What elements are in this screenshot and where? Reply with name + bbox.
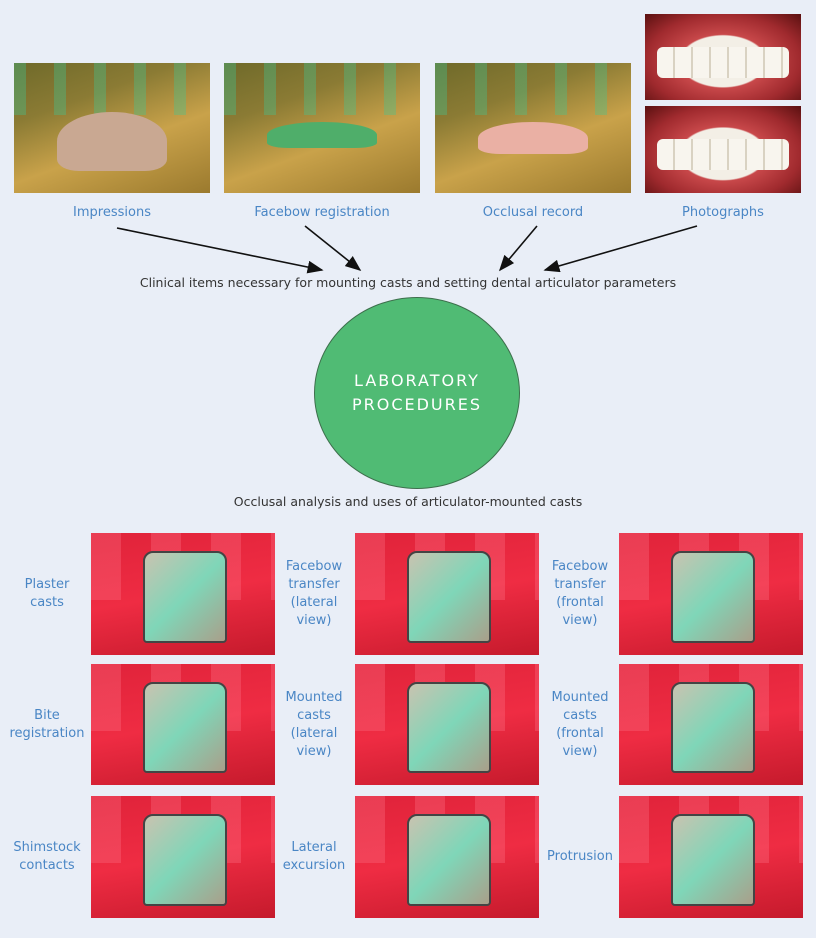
arrow-impressions [116,227,324,274]
label-line: Mounted [285,689,343,705]
label-line: casts [563,707,597,723]
arrow-facebow [304,225,362,271]
label-line: Plaster [24,577,70,592]
lab-photo [91,533,275,655]
lab-photo-label: Shimstock contacts [2,839,92,875]
lab-photo-label: Lateral excursion [269,839,359,875]
lab-photo [355,796,539,918]
label-photographs: Photographs [682,205,764,220]
label-line: Mounted [551,689,609,705]
smile-photo-2 [645,106,801,193]
lab-photo [355,664,539,785]
label-line: (frontal [556,725,604,741]
label-line: Facebow [285,559,343,574]
lab-caption: Occlusal analysis and uses of articulato… [233,494,583,509]
label-line: registration [9,725,85,741]
label-line: Protrusion [547,849,613,864]
label-line: (lateral [290,725,338,741]
lab-photo-label: Bite registration [2,707,92,743]
label-occlusal-record: Occlusal record [482,205,584,220]
lab-photo-label: Mounted casts (lateral view) [269,689,359,761]
label-facebow-registration: Facebow registration [254,205,390,220]
lab-photo [619,664,803,785]
lab-photo-label: Mounted casts (frontal view) [535,689,625,761]
arrow-photographs [543,225,698,273]
label-line: casts [297,707,331,723]
label-line: (lateral [290,595,338,610]
facebow-registration-photo [224,63,420,193]
lab-photo [619,533,803,655]
lab-photo-label: Facebow transfer (lateral view) [269,558,359,630]
label-line: casts [30,595,64,610]
label-line: Facebow [551,559,609,574]
clinical-caption: Clinical items necessary for mounting ca… [139,275,677,290]
label-line: excursion [282,858,346,873]
occlusal-record-photo [435,63,631,193]
arrow-occlusal [498,225,538,272]
circle-line-2: PROCEDURES [351,395,483,414]
label-line: contacts [19,858,75,873]
label-line: transfer [288,577,340,592]
impressions-photo [14,63,210,193]
label-line: Shimstock [13,840,81,855]
arrows [116,225,698,274]
lab-photo [91,664,275,785]
lab-photo-label: Plaster casts [2,576,92,612]
label-line: view) [562,743,598,759]
smile-photo-1 [645,14,801,100]
label-line: (frontal [556,595,604,610]
lab-photo [619,796,803,918]
label-line: view) [296,743,332,759]
circle-line-1: LABORATORY [354,371,480,390]
label-line: transfer [554,577,606,592]
label-line: Lateral [291,840,337,855]
lab-photo [91,796,275,918]
lab-photo-label: Protrusion [535,848,625,866]
label-line: Bite [34,707,60,723]
label-line: view) [296,613,332,628]
label-impressions: Impressions [73,205,151,220]
laboratory-procedures-circle: LABORATORY PROCEDURES [314,297,520,489]
lab-photo-label: Facebow transfer (frontal view) [535,558,625,630]
lab-photo [355,533,539,655]
label-line: view) [562,613,598,628]
